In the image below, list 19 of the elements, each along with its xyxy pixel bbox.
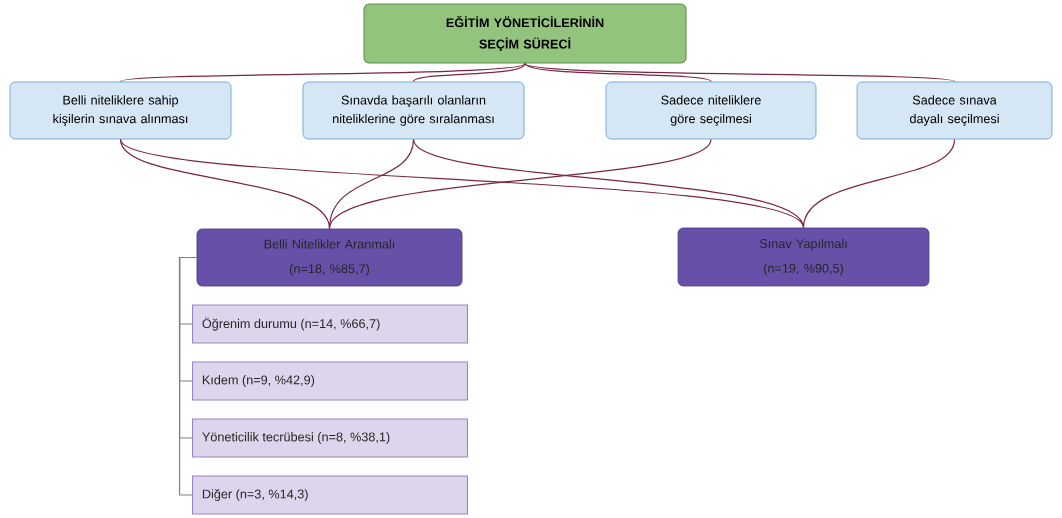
category-box: Sınav Yapılmalı (n=19, %90,5) (677, 227, 930, 287)
connector (412, 138, 805, 229)
connector (412, 62, 526, 83)
option-box: Sadece niteliklere göre seçilmesi (605, 81, 817, 140)
connector (178, 256, 198, 496)
connector (119, 62, 526, 83)
item-box: Öğrenim durumu (n=14, %66,7) (192, 304, 468, 344)
title-box: EĞİTİM YÖNETİCİLERİNİN SEÇİM SÜRECİ (363, 3, 687, 64)
connector (328, 138, 712, 230)
connector (524, 62, 712, 83)
option-box: Sınavda başarılı olanların niteliklerine göre sıralanması (302, 81, 525, 140)
option-box: Sadece sınava dayalı seçilmesi (856, 81, 1053, 140)
item-box: Yöneticilik tecrübesi (n=8, %38,1) (192, 418, 468, 458)
item-box: Kıdem (n=9, %42,9) (192, 361, 468, 401)
category-box: Belli Nitelikler Aranmalı (n=18, %85,7) (196, 228, 463, 287)
option-box: Belli niteliklere sahip kişilerin sınava alınması (9, 81, 232, 140)
connector (802, 138, 956, 229)
connector (524, 62, 956, 83)
item-box: Diğer (n=3, %14,3) (192, 475, 468, 515)
